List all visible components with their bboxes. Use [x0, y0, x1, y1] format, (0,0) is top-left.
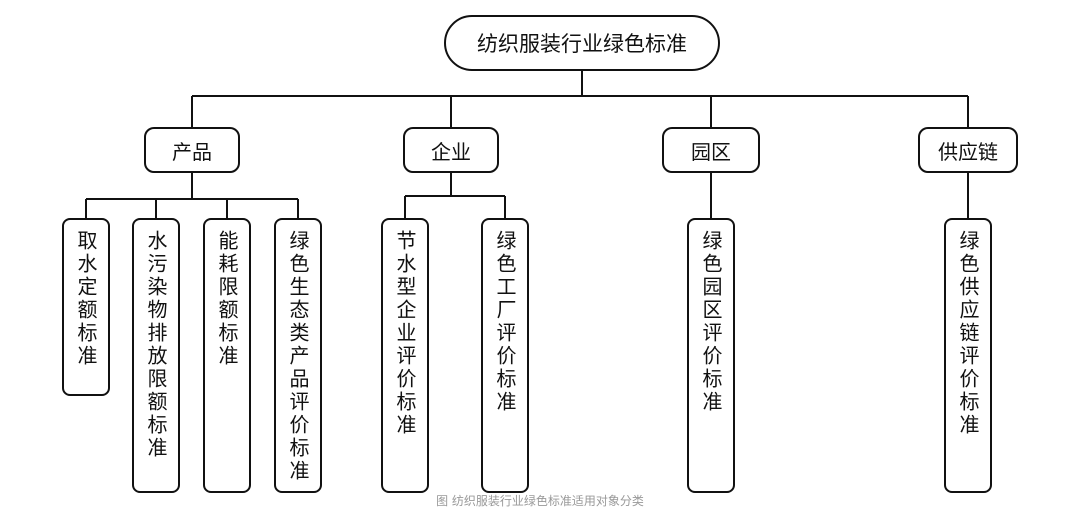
leaf-energy-limit-standard: 能耗限额标准	[203, 218, 251, 493]
leaf-green-supply-chain-standard: 绿色供应链评价标准	[944, 218, 992, 493]
figure-caption: 图 纺织服装行业绿色标准适用对象分类	[436, 494, 644, 508]
leaf-label: 绿色工厂评价标准	[493, 230, 517, 414]
leaf-label: 取水定额标准	[74, 230, 98, 368]
root-node: 纺织服装行业绿色标准	[444, 15, 720, 71]
category-label: 供应链	[938, 139, 998, 164]
leaf-label: 水污染物排放限额标准	[144, 230, 168, 460]
category-label: 产品	[172, 139, 212, 164]
leaf-label: 绿色生态类产品评价标准	[286, 230, 310, 483]
category-label: 园区	[691, 139, 731, 164]
category-supply-chain: 供应链	[918, 127, 1018, 173]
category-enterprise: 企业	[403, 127, 499, 173]
leaf-green-eco-product-standard: 绿色生态类产品评价标准	[274, 218, 322, 493]
leaf-green-park-standard: 绿色园区评价标准	[687, 218, 735, 493]
leaf-water-quota-standard: 取水定额标准	[62, 218, 110, 396]
leaf-water-saving-enterprise-standard: 节水型企业评价标准	[381, 218, 429, 493]
leaf-label: 节水型企业评价标准	[393, 230, 417, 437]
leaf-label: 绿色供应链评价标准	[956, 230, 980, 437]
category-product: 产品	[144, 127, 240, 173]
category-label: 企业	[431, 139, 471, 164]
root-label: 纺织服装行业绿色标准	[477, 32, 687, 56]
leaf-label: 绿色园区评价标准	[699, 230, 723, 414]
leaf-water-pollutant-limit-standard: 水污染物排放限额标准	[132, 218, 180, 493]
leaf-label: 能耗限额标准	[215, 230, 239, 368]
category-park: 园区	[662, 127, 760, 173]
leaf-green-factory-standard: 绿色工厂评价标准	[481, 218, 529, 493]
